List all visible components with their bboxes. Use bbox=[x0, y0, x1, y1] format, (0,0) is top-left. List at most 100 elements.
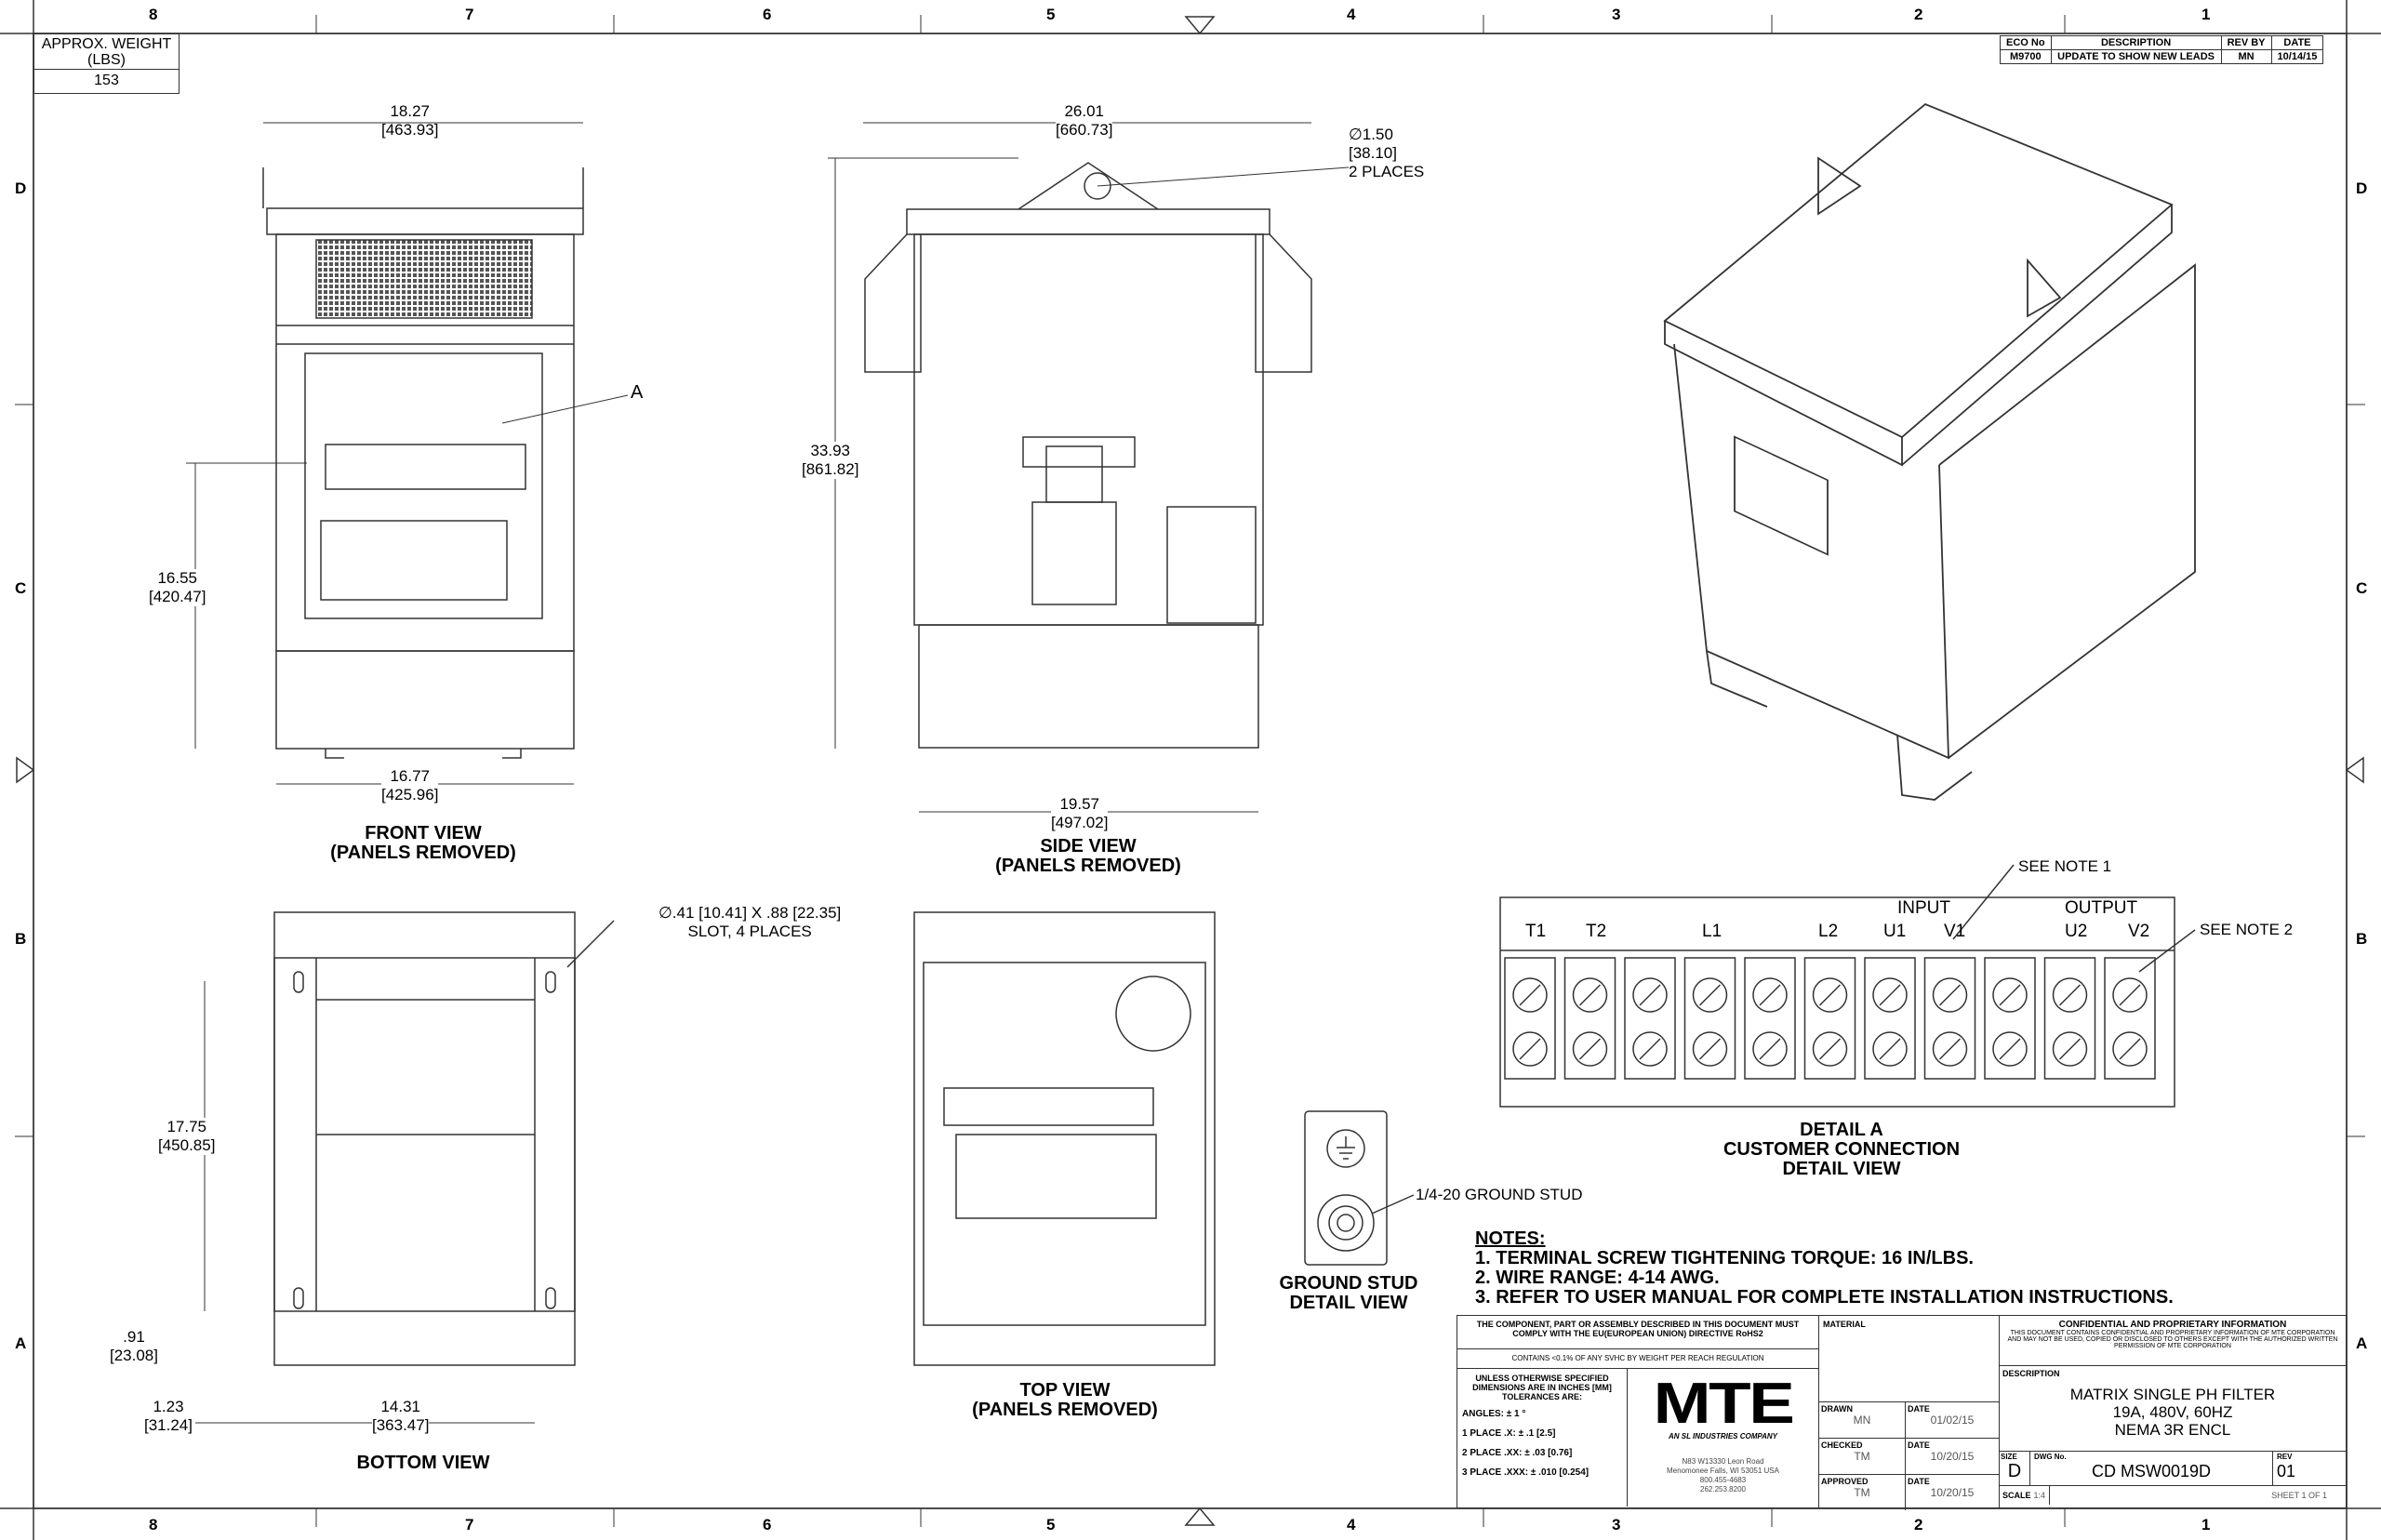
zone-row-b-right: B bbox=[2356, 930, 2368, 948]
terminal-label: V1 bbox=[1944, 922, 1966, 941]
zone-row-c: C bbox=[15, 579, 27, 597]
zone-col-7: 7 bbox=[465, 6, 474, 23]
zone-col-8: 8 bbox=[149, 6, 158, 23]
rev-header-by: REV BY bbox=[2220, 35, 2272, 50]
rev-header-desc: DESCRIPTION bbox=[2050, 35, 2222, 50]
terminal-screw bbox=[1572, 1031, 1608, 1067]
scale-value: 1:4 bbox=[2034, 1486, 2051, 1505]
confidential-notice: CONFIDENTIAL AND PROPRIETARY INFORMATION… bbox=[2000, 1316, 2346, 1366]
rev-header-eco: ECO No bbox=[2000, 35, 2052, 50]
tolerances: UNLESS OTHERWISE SPECIFIED DIMENSIONS AR… bbox=[1457, 1369, 1628, 1507]
company-info: MTE AN SL INDUSTRIES COMPANY N83 W13330 … bbox=[1628, 1369, 1818, 1507]
note-2: 2. WIRE RANGE: 4-14 AWG. bbox=[1475, 1268, 1720, 1288]
terminal-screw bbox=[1932, 977, 1968, 1013]
mte-logo: MTE bbox=[1653, 1372, 1795, 1436]
sheet-number: SHEET 1 OF 1 bbox=[2271, 1491, 2327, 1500]
zone-col-6: 6 bbox=[763, 6, 772, 23]
zone-row-a: A bbox=[15, 1334, 27, 1352]
weight-value: 153 bbox=[94, 73, 119, 88]
terminal-screw bbox=[1632, 1031, 1668, 1067]
drawing-number: CD MSW0019D bbox=[2091, 1462, 2212, 1480]
rev-header-date: DATE bbox=[2270, 35, 2324, 50]
weight-box: APPROX. WEIGHT (LBS) 153 bbox=[33, 33, 180, 94]
terminal-screw bbox=[1872, 977, 1908, 1013]
rev-by: MN bbox=[2220, 49, 2272, 64]
input-label: INPUT bbox=[1897, 898, 1950, 918]
zone-col-5-bottom: 5 bbox=[1046, 1516, 1056, 1533]
terminal-label: L2 bbox=[1818, 922, 1839, 941]
zone-row-d-right: D bbox=[2356, 179, 2368, 197]
rev-date: 10/14/15 bbox=[2270, 49, 2324, 64]
zone-col-5: 5 bbox=[1046, 6, 1056, 23]
output-label: OUTPUT bbox=[2065, 898, 2138, 918]
zone-col-1: 1 bbox=[2201, 6, 2211, 23]
terminal-screw bbox=[1812, 1031, 1848, 1067]
terminal-label: L1 bbox=[1702, 922, 1723, 941]
front-dim-height: 16.55[420.47] bbox=[149, 569, 206, 606]
zone-col-6-bottom: 6 bbox=[763, 1516, 772, 1533]
terminal-label: T1 bbox=[1525, 922, 1547, 941]
zone-col-2-bottom: 2 bbox=[1914, 1516, 1923, 1533]
see-note-2: SEE NOTE 2 bbox=[2200, 921, 2294, 938]
reach-text: CONTAINS <0.1% OF ANY SVHC BY WEIGHT PER… bbox=[1457, 1349, 1818, 1369]
front-dim-width-top: 18.27[463.93] bbox=[381, 102, 439, 139]
bottom-dim-edge: 1.23[31.24] bbox=[144, 1398, 193, 1435]
zone-col-2: 2 bbox=[1914, 6, 1923, 23]
description-block: CONFIDENTIAL AND PROPRIETARY INFORMATION… bbox=[1999, 1315, 2347, 1508]
terminal-screw bbox=[2112, 1031, 2148, 1067]
terminal-screw bbox=[1872, 1031, 1908, 1067]
top-view-title: TOP VIEW(PANELS REMOVED) bbox=[972, 1380, 1158, 1420]
top-view-drawing bbox=[913, 911, 1216, 1366]
terminal-label: V2 bbox=[2128, 922, 2150, 941]
side-dim-width-top: 26.01[660.73] bbox=[1056, 102, 1113, 139]
bottom-dim-width: 14.31[363.47] bbox=[372, 1398, 430, 1435]
zone-row-a-right: A bbox=[2356, 1334, 2368, 1352]
zone-row-d: D bbox=[15, 179, 27, 197]
ground-stud-drawing bbox=[1304, 1110, 1415, 1266]
weight-label: APPROX. WEIGHT (LBS) bbox=[34, 34, 179, 70]
terminal-label: U1 bbox=[1883, 922, 1907, 941]
terminal-screw bbox=[1992, 1031, 2028, 1067]
rohs-text: THE COMPONENT, PART OR ASSEMBLY DESCRIBE… bbox=[1457, 1316, 1818, 1349]
terminal-screw bbox=[1812, 977, 1848, 1013]
side-view-title: SIDE VIEW(PANELS REMOVED) bbox=[995, 836, 1181, 876]
ground-stud-callout: 1/4-20 GROUND STUD bbox=[1416, 1186, 1583, 1203]
terminal-screw bbox=[1572, 977, 1608, 1013]
side-view-drawing bbox=[864, 162, 1312, 749]
zone-row-b: B bbox=[15, 930, 27, 948]
side-dim-hole: ∅1.50[38.10]2 PLACES bbox=[1349, 126, 1425, 180]
terminal-screw bbox=[1512, 977, 1548, 1013]
notes-title: NOTES: bbox=[1475, 1228, 1546, 1249]
notes: NOTES: 1. TERMINAL SCREW TIGHTENING TORQ… bbox=[1475, 1229, 2174, 1308]
terminal-label: T2 bbox=[1586, 922, 1607, 941]
compliance-block: THE COMPONENT, PART OR ASSEMBLY DESCRIBE… bbox=[1457, 1315, 1819, 1508]
zone-col-3: 3 bbox=[1612, 6, 1621, 23]
bottom-dim-offset: .91[23.08] bbox=[110, 1328, 158, 1364]
material-label: MATERIAL bbox=[1823, 1320, 1866, 1329]
zone-col-4-bottom: 4 bbox=[1347, 1516, 1356, 1533]
terminal-screw bbox=[1512, 1031, 1548, 1067]
rev-eco: M9700 bbox=[2000, 49, 2052, 64]
side-dim-height: 33.93[861.82] bbox=[802, 442, 859, 479]
terminal-screw bbox=[2052, 1031, 2088, 1067]
see-note-1: SEE NOTE 1 bbox=[2018, 857, 2112, 875]
zone-col-4: 4 bbox=[1347, 6, 1356, 23]
bottom-dim-slot: ∅.41 [10.41] X .88 [22.35]SLOT, 4 PLACES bbox=[658, 904, 842, 940]
size-value: D bbox=[2007, 1461, 2022, 1481]
terminal-screw bbox=[1752, 977, 1788, 1013]
terminal-screw bbox=[1692, 1031, 1728, 1067]
terminal-screw bbox=[1932, 1031, 1968, 1067]
zone-col-3-bottom: 3 bbox=[1612, 1516, 1621, 1533]
note-1: 1. TERMINAL SCREW TIGHTENING TORQUE: 16 … bbox=[1475, 1248, 1974, 1268]
bottom-view-title: BOTTOM VIEW bbox=[356, 1453, 490, 1473]
bottom-dim-height: 17.75[450.85] bbox=[158, 1118, 216, 1155]
front-view-title: FRONT VIEW(PANELS REMOVED) bbox=[330, 823, 516, 863]
terminal-screw bbox=[1692, 977, 1728, 1013]
terminal-screw bbox=[1632, 977, 1668, 1013]
terminal-screw bbox=[2052, 977, 2088, 1013]
zone-col-7-bottom: 7 bbox=[465, 1516, 474, 1533]
zone-col-1-bottom: 1 bbox=[2201, 1516, 2211, 1533]
